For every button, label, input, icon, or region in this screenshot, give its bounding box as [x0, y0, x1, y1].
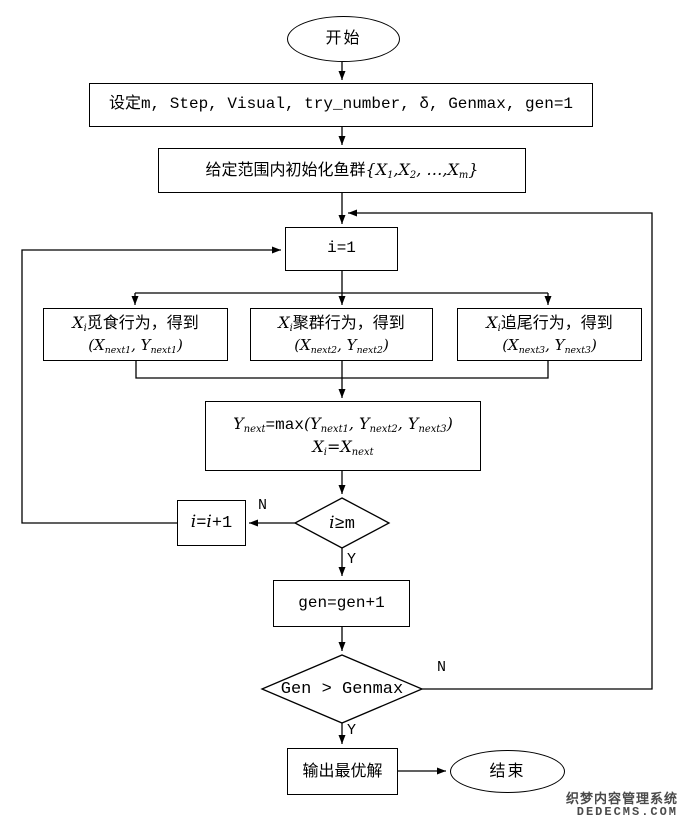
inc-i-label: i=i+1: [190, 511, 233, 533]
prey-behavior-title: Xi觅食行为，得到: [72, 312, 199, 334]
check-i-no-label: N: [258, 497, 268, 514]
check-gen-text: Gen > Genmax: [280, 679, 404, 699]
merge-line-left: [135, 361, 342, 379]
inc-gen-label: gen=gen+1: [298, 593, 385, 612]
prey-behavior-node: Xi觅食行为，得到 (Xnext1, Ynext1): [43, 308, 228, 361]
swarm-behavior-node: Xi聚群行为，得到 (Xnext2, Ynext2): [250, 308, 433, 361]
dedecms-watermark: 织梦内容管理系统 DEDECMS.COM: [565, 790, 678, 819]
swarm-behavior-title: Xi聚群行为，得到: [278, 312, 405, 334]
output-node: 输出最优解: [287, 748, 398, 795]
select-best-line1: Ynext=max(Ynext1, Ynext2, Ynext3): [233, 413, 453, 435]
check-i-yes-label: Y: [347, 551, 357, 568]
check-gen-yes-label: Y: [347, 722, 357, 739]
select-best-node: Ynext=max(Ynext1, Ynext2, Ynext3) Xi=Xne…: [205, 401, 481, 471]
set-i-node: i=1: [285, 227, 398, 271]
edge-inc-i-feedback: [21, 246, 281, 524]
init-params-label: 设定m, Step, Visual, try_number, δ, Genmax…: [108, 95, 574, 114]
start-label: 开始: [325, 30, 362, 48]
init-fish-label: 给定范围内初始化鱼群{X1,X2, …,Xm}: [205, 159, 479, 181]
swarm-behavior-result: (Xnext2, Ynext2): [294, 336, 389, 356]
init-fish-node: 给定范围内初始化鱼群{X1,X2, …,Xm}: [158, 148, 526, 193]
select-best-line2: Xi=Xnext: [312, 437, 374, 459]
check-i-diamond: [293, 497, 391, 549]
end-node: 结束: [450, 750, 565, 793]
check-i-label: i≥m: [295, 508, 389, 538]
prey-behavior-result: (Xnext1, Ynext1): [88, 336, 183, 356]
check-gen-label: Gen > Genmax: [262, 674, 422, 704]
edge-check-gen-no-feedback: [348, 209, 653, 690]
follow-behavior-result: (Xnext3, Ynext3): [502, 336, 597, 356]
output-label: 输出最优解: [302, 762, 383, 780]
check-gen-no-label: N: [437, 659, 447, 676]
inc-i-node: i=i+1: [177, 500, 246, 546]
follow-behavior-title: Xi追尾行为，得到: [486, 312, 613, 334]
check-gen-diamond: [260, 654, 424, 724]
start-node: 开始: [287, 16, 400, 62]
follow-behavior-node: Xi追尾行为，得到 (Xnext3, Ynext3): [457, 308, 642, 361]
init-params-node: 设定m, Step, Visual, try_number, δ, Genmax…: [89, 83, 593, 127]
watermark-chinese-text: 织梦内容管理系统: [565, 790, 678, 806]
inc-gen-node: gen=gen+1: [273, 580, 410, 627]
watermark-domain-text: DEDECMS.COM: [576, 804, 678, 819]
set-i-label: i=1: [327, 239, 356, 258]
merge-line-right: [342, 361, 549, 379]
end-label: 结束: [489, 762, 526, 780]
check-i-text: i≥m: [329, 512, 355, 534]
